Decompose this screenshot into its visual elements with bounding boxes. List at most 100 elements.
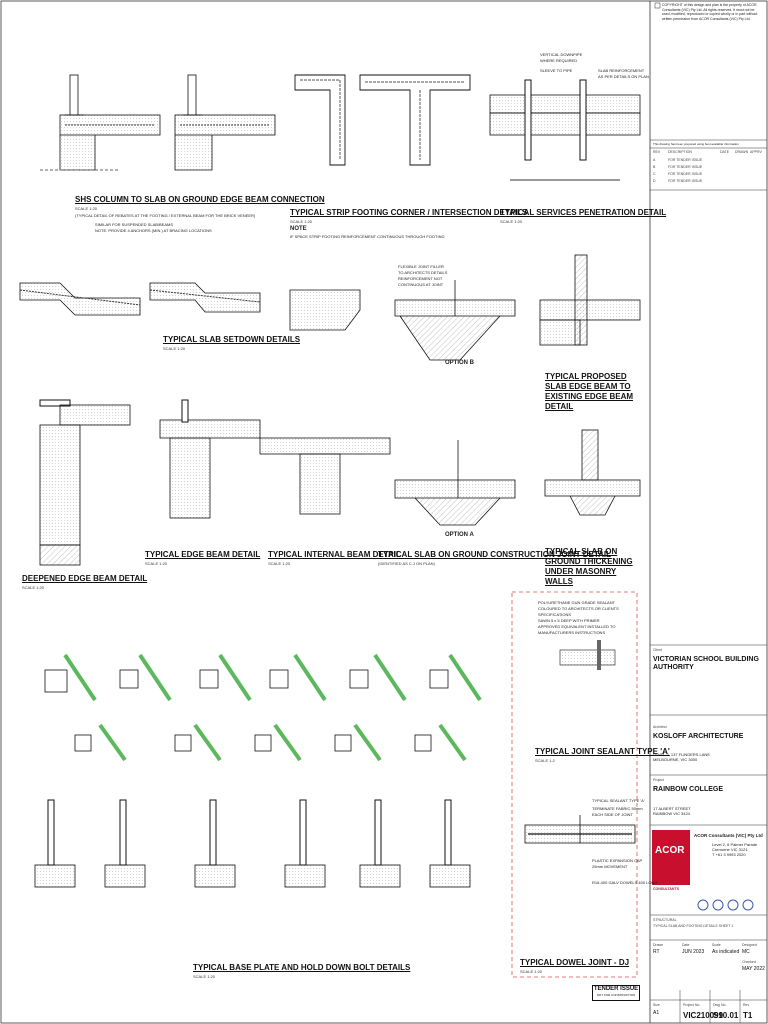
checked-label: Checked [742,960,756,964]
dowel-note-2: TERMINATE FABRIC 50mm [592,806,643,811]
joint-filler-note-3: REINFORCEMENT NOT [398,276,443,281]
scale-label: Scale [712,943,721,947]
scale-strip-footing: SCALE 1:20 [290,219,313,224]
rev-col-desc: DESCRIPTION [668,150,692,154]
rev-col-rev: REV [653,150,661,154]
scale-edge-beam: SCALE 1:20 [145,561,168,566]
slab-setdown-3 [289,289,361,331]
deepened-edge-beam [39,399,131,566]
shs-note-1: (TYPICAL DETAIL OF REBATES AT THE FOOTIN… [75,213,256,218]
title-proposed-edge-beam: TYPICAL PROPOSED SLAB EDGE BEAM TO EXIST… [545,372,634,411]
client-name: VICTORIAN SCHOOL BUILDING AUTHORITY [653,656,759,671]
acor-logo-text: ACOR [655,845,685,856]
edge-beam [159,399,261,519]
slab-thickening [544,429,641,516]
drawn-value: RT [653,949,660,955]
joint-filler-note-2: TO ARCHITECTS DETAILS [398,270,448,275]
rev-row-4-rev: D [653,179,656,183]
shs-column-detail-1 [40,74,161,171]
size-label: Size [653,1003,660,1007]
size-value: A1 [653,1010,660,1016]
dwg-no: S10.01 [713,1011,739,1020]
rev-row-3-rev: C [653,172,656,176]
drawn-label: Drawn [653,943,664,947]
date-value: JUN 2023 [682,949,705,955]
tender-issue-stamp: TENDER ISSUE NOT FOR CONSTRUCTION [592,985,640,1001]
rev-col-drawn: DRAWN [735,150,749,154]
acor-logo-sub: CONSULTANTS [653,887,679,891]
checked-value: MAY 2022 [742,966,765,972]
dwg-no-label: Dwg No. [713,1003,727,1007]
penetration-note-3: SLEEVE TO PIPE [540,68,573,73]
discipline: STRUCTURAL [653,918,677,922]
architect-label: Architect [653,725,667,729]
designed-label: Designed [742,943,757,947]
architect-name: KOSLOFF ARCHITECTURE [653,733,744,740]
sealant-detail [559,640,616,670]
option-b-label: OPTION B [445,360,475,366]
title-internal-beam: TYPICAL INTERNAL BEAM DETAIL [268,550,401,559]
project-no-label: Project No. [683,1003,701,1007]
dowel-note-4: PLASTIC EXPANSION CAP [592,858,643,863]
construction-joint-option-b [394,280,516,361]
title-block-grid [650,2,767,1023]
dowel-note-6: R16-400 GALV DOWELS 400 LONG [592,880,658,885]
shs-column-detail-2 [174,74,276,171]
strip-footing-plan [294,74,471,166]
penetration-note-5: AS PER DETAILS ON PLAN [598,74,649,79]
title-deepened-edge-beam: DEEPENED EDGE BEAM DETAIL [22,574,148,583]
shs-note-2: SIMILAR FOR SUSPENDED SLAB/BEAMS [95,222,174,227]
sealant-note-6: MANUFACTURERS INSTRUCTIONS [538,630,606,635]
rev-row-3-desc: FOR TENDER ISSUE [668,172,703,176]
scale-services-penetration: SCALE 1:20 [500,219,523,224]
strip-note-label: NOTE [290,226,307,232]
sealant-note-3: SPECIFICATIONS [538,612,572,617]
scale-slab-setdown: SCALE 1:20 [163,346,186,351]
rev-label: Rev [743,1003,750,1007]
joint-filler-note-4: CONTINUOUS AT JOINT [398,282,444,287]
option-a-label: OPTION A [445,532,474,538]
rev-row-2-desc: FOR TENDER ISSUE [668,165,703,169]
sealant-note-1: POLYURETHANE GUN GRADE SEALANT [538,600,616,605]
services-penetration [489,79,641,181]
base-plate-plans [44,653,482,762]
sealant-note-5: APPROVED EQUIVALENT INSTALLED TO [538,624,616,629]
project-address: 17 ALBERT STREET RAINBOW VIC 3424 [653,806,691,816]
title-services-penetration: TYPICAL SERVICES PENETRATION DETAIL [500,208,667,217]
project-name: RAINBOW COLLEGE [653,786,723,793]
title-shs-column: SHS COLUMN TO SLAB ON GROUND EDGE BEAM C… [75,195,325,204]
drawing-title: TYPICAL SLAB AND FOOTING DETAILS SHEET 1 [653,924,734,928]
designed-value: MC [742,949,750,955]
scale-internal-beam: SCALE 1:20 [268,561,291,566]
strip-note: IF SPACE STRIP FOOTING REINFORCEMENT CON… [290,234,445,239]
title-joint-sealant: TYPICAL JOINT SEALANT TYPE 'A' [535,747,670,756]
slab-setdown-2 [149,282,261,313]
proposed-slab-edge-beam [539,254,641,346]
title-edge-beam: TYPICAL EDGE BEAM DETAIL [145,550,261,559]
copyright-note: COPYRIGHT of this design and plan is the… [662,3,758,21]
title-slab-thickening: TYPICAL SLAB ON GROUND THICKENING UNDER … [545,547,633,586]
sealant-note-4: SAWN 5 x 5 DEEP WITH PRIMER [538,618,600,623]
scale-dowel-joint: SCALE 1:20 [520,969,543,974]
base-plate-elevations [34,799,471,888]
client-label: Client [653,648,662,652]
scale-deepened-edge-beam: SCALE 1:20 [22,585,45,590]
dowel-note-1: TYPICAL SEALANT TYPE 'A' [592,798,645,803]
penetration-note-2: WHERE REQUIRED [540,58,578,63]
title-slab-setdown: TYPICAL SLAB SETDOWN DETAILS [163,335,301,344]
scale-base-plate: SCALE 1:20 [193,974,216,979]
joint-filler-note-1: FLEXIBLE JOINT FILLER [398,264,444,269]
internal-beam [259,437,391,515]
title-dowel-joint: TYPICAL DOWEL JOINT - DJ [520,958,630,967]
project-no: VIC210099 [683,1011,724,1020]
title-strip-footing: TYPICAL STRIP FOOTING CORNER / INTERSECT… [290,208,528,217]
construction-joint-option-a [394,440,516,526]
scale-shs-column: SCALE 1:20 [75,206,98,211]
dowel-joint [524,815,636,844]
acor-logo-block [652,830,690,885]
revision-header: This drawing has been prepared using bes… [653,142,739,146]
date-label: Date [682,943,690,947]
consultant-name: ACOR Consultants (VIC) Pty Ltd [694,833,763,838]
tender-stamp-sub: NOT FOR CONSTRUCTION [596,993,636,997]
